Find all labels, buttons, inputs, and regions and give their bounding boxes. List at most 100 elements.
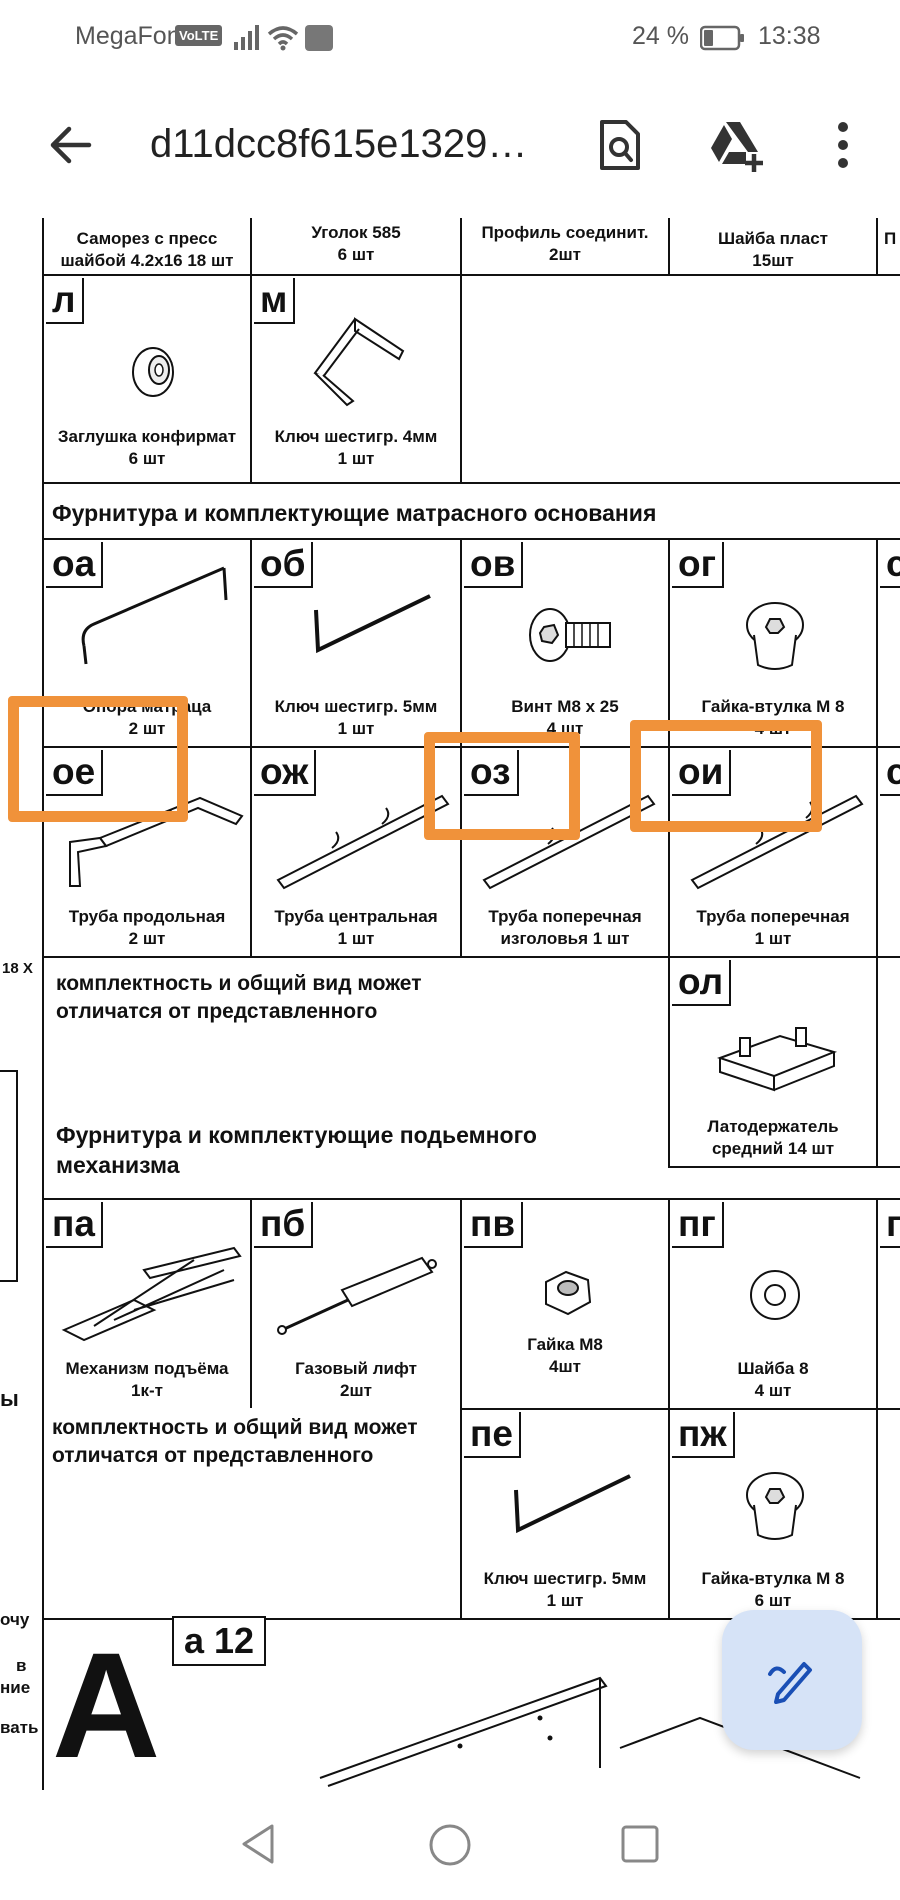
battery-icon <box>700 25 744 51</box>
part-tag: ож <box>254 750 317 796</box>
section-heading-mattress: Фурнитура и комплектующие матрасного осн… <box>52 500 657 526</box>
part-caption: Гайка М8 4шт <box>527 1335 603 1376</box>
part-cell-ob: об Ключ шестигр. 5мм 1 шт <box>250 538 462 748</box>
part-tag: м <box>254 278 296 324</box>
part-caption: Ключ шестигр. 5мм 1 шт <box>483 1569 647 1610</box>
grid-line <box>460 274 462 484</box>
note-cell <box>42 1408 462 1620</box>
grid-line <box>42 482 900 484</box>
part-caption: Газовый лифт 2шт <box>295 1359 417 1400</box>
tube-longitudinal-icon <box>69 796 244 887</box>
part-caption: Труба поперечная 1 шт <box>696 907 850 948</box>
bolt-icon <box>529 608 611 662</box>
nav-back-icon[interactable] <box>238 1822 278 1866</box>
part-cell-ov: ов Винт М8 х 25 4 шт <box>460 538 670 748</box>
part-cell-cut: с <box>876 746 900 958</box>
part-caption: Шайба 8 4 шт <box>737 1359 809 1400</box>
wifi-icon <box>267 26 299 51</box>
part-tag: пб <box>254 1202 314 1248</box>
hex-key-icon <box>514 1474 631 1534</box>
part-cell-cut: г <box>876 1198 900 1410</box>
completeness-note: комплектность и общий вид может отличатс… <box>52 1416 418 1467</box>
section-part-label: а 12 <box>172 1616 267 1666</box>
part-cell-pzh: пж Гайка-втулка М 8 6 шт <box>668 1408 878 1620</box>
part-tag: ог <box>672 542 725 588</box>
margin-fragment: 18 Х <box>2 960 33 977</box>
part-tag: ол <box>672 960 732 1006</box>
part-cell-pa: па Механизм подъёма 1к-т <box>42 1198 252 1410</box>
volte-badge: VoLTE <box>175 25 223 46</box>
part-cell-m: м Ключ шестигр. 4мм 1 шт <box>250 274 462 484</box>
part-tag: л <box>46 278 84 324</box>
part-caption: Ключ шестигр. 4мм 1 шт <box>274 427 438 468</box>
edit-fab-button[interactable] <box>722 1610 862 1750</box>
tube-central-icon <box>276 794 450 890</box>
part-caption: Труба поперечная изголовья 1 шт <box>488 907 642 948</box>
hex-key-icon <box>314 594 431 654</box>
hex-key-icon <box>313 317 405 407</box>
grid-line <box>42 1618 900 1620</box>
margin-fragment: вать <box>0 1718 39 1737</box>
part-cell-cut: П <box>876 218 900 276</box>
part-cell-pe: пе Ключ шестигр. 5мм 1 шт <box>460 1408 670 1620</box>
document-title: d11dcc8f615e1329… <box>150 122 528 166</box>
part-caption: Латодержатель средний 14 шт <box>707 1117 839 1158</box>
part-tag: оз <box>464 750 519 796</box>
part-tag: г <box>880 1202 900 1248</box>
highlight-box-oe <box>8 696 188 822</box>
part-caption: Винт М8 х 25 4 шт <box>511 697 619 738</box>
part-cell-cut <box>876 956 900 1168</box>
app-bar: d11dcc8f615e1329… <box>0 78 900 218</box>
part-caption: Гайка-втулка М 8 6 шт <box>701 1569 845 1610</box>
part-tag: ои <box>672 750 732 796</box>
panel-drawing <box>319 1676 861 1787</box>
part-tag: пж <box>672 1412 735 1458</box>
part-tag: с <box>880 750 900 796</box>
part-cell-screw: Саморез с пресс шайбой 4.2x16 18 шт <box>42 218 252 276</box>
app-notification-icon <box>305 25 333 51</box>
system-nav-bar <box>0 1790 900 1900</box>
margin-fragment: в <box>16 1656 27 1675</box>
status-bar: MegaFon VoLTE 24 % 13:38 <box>0 0 900 78</box>
part-tag: об <box>254 542 314 588</box>
nav-recents-icon[interactable] <box>620 1824 660 1864</box>
highlight-box-oi <box>630 720 822 832</box>
signal-icon <box>234 25 259 50</box>
carrier-name: MegaFon <box>75 22 181 50</box>
edit-pen-icon <box>768 1662 812 1704</box>
arrow-back-icon[interactable] <box>45 120 95 170</box>
page-border-left <box>42 218 44 1790</box>
part-tag: ов <box>464 542 524 588</box>
part-cell-oe: ое Труба продольная 2 шт <box>42 746 252 958</box>
search-document-icon[interactable] <box>598 120 642 170</box>
part-tag: ое <box>46 750 104 796</box>
part-cell-pv: пв Гайка М8 4шт <box>460 1198 670 1410</box>
nav-home-icon[interactable] <box>427 1822 473 1868</box>
margin-fragment: ы <box>0 1386 19 1411</box>
more-vert-icon[interactable] <box>836 120 850 170</box>
part-tag: пе <box>464 1412 521 1458</box>
battery-percent: 24 % <box>632 22 689 50</box>
part-tag: па <box>46 1202 103 1248</box>
part-caption: П <box>884 229 897 248</box>
part-cell-washer-plastic: Шайба пласт 15шт <box>668 218 878 276</box>
drive-add-icon[interactable] <box>708 120 766 172</box>
part-cell-cut: с <box>876 538 900 748</box>
highlight-box-oz <box>424 732 580 840</box>
sleeve-nut-icon <box>746 1472 804 1540</box>
part-caption: Профиль соединит. 2шт <box>481 223 649 264</box>
mattress-support-icon <box>81 566 228 665</box>
part-caption: Труба продольная 2 шт <box>68 907 226 948</box>
section-letter: А <box>52 1621 161 1789</box>
part-caption: Ключ шестигр. 5мм 1 шт <box>274 697 438 738</box>
part-caption: Уголок 585 6 шт <box>311 223 401 264</box>
part-tag: с <box>880 542 900 588</box>
section-heading-lift: Фурнитура и комплектующие подьемного мех… <box>56 1122 537 1178</box>
part-cell-l: л Заглушка конфирмат 6 шт <box>42 274 252 484</box>
clock: 13:38 <box>758 22 821 50</box>
hex-nut-icon <box>545 1270 592 1316</box>
part-cell-og: ог Гайка-втулка М 8 4 шт <box>668 538 878 748</box>
part-tag: оа <box>46 542 104 588</box>
document-viewer[interactable]: Саморез с пресс шайбой 4.2x16 18 шт Угол… <box>0 218 900 1790</box>
washer-icon <box>750 1270 800 1320</box>
